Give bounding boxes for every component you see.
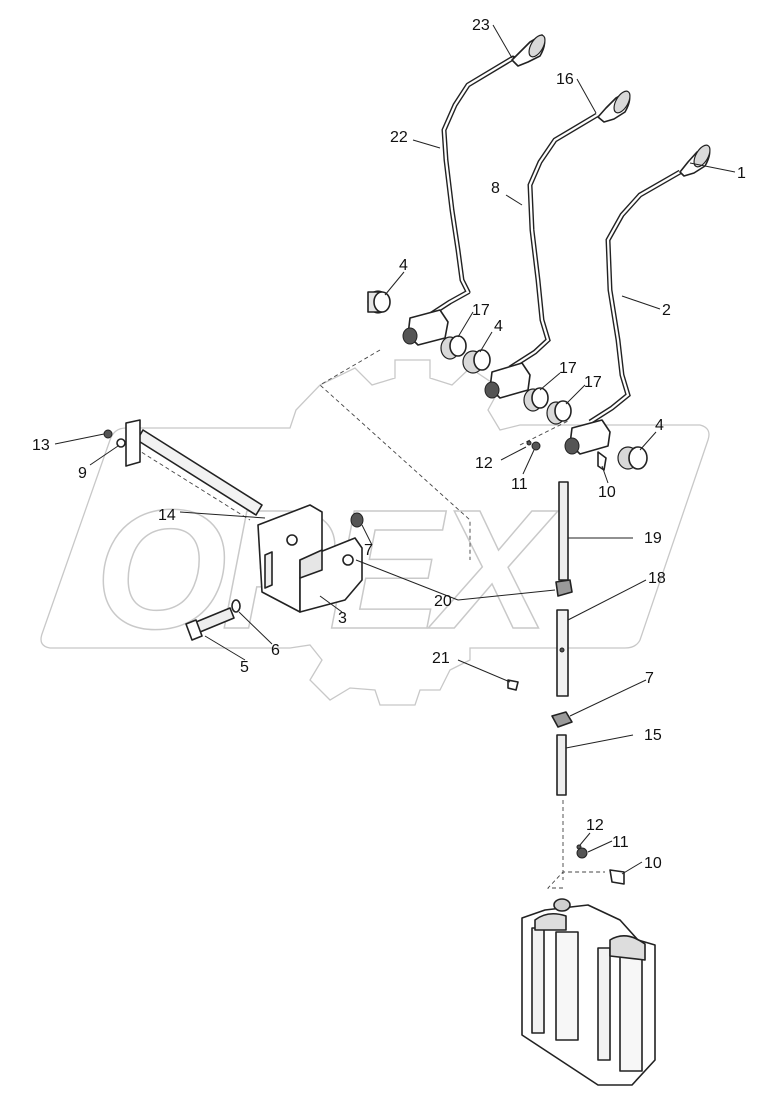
lower-fasteners <box>576 844 625 885</box>
callout-11: 11 <box>612 834 629 851</box>
callout-16: 16 <box>556 71 574 88</box>
callout-20: 20 <box>434 593 452 610</box>
callout-8: 8 <box>491 180 500 197</box>
callout-4: 4 <box>399 257 408 274</box>
bushings <box>367 290 648 470</box>
bolt-5 <box>185 599 241 641</box>
callout-12: 12 <box>586 817 604 834</box>
linkage-rods <box>507 440 607 796</box>
callout-4: 4 <box>494 318 503 335</box>
callout-22: 22 <box>390 129 408 146</box>
callout-10: 10 <box>644 855 662 872</box>
callout-21: 21 <box>432 650 450 667</box>
callout-17: 17 <box>472 302 490 319</box>
callout-5: 5 <box>240 659 249 676</box>
callout-14: 14 <box>158 507 176 524</box>
callout-7: 7 <box>645 670 654 687</box>
callout-17: 17 <box>559 360 577 377</box>
lever-8 <box>484 90 631 399</box>
callout-7: 7 <box>364 542 373 559</box>
callout-numbers: 23 16 1 22 8 2 4 17 4 17 17 4 13 9 12 11… <box>32 17 746 872</box>
callout-18: 18 <box>648 570 666 587</box>
callout-2: 2 <box>662 302 671 319</box>
callout-1: 1 <box>737 165 746 182</box>
callout-9: 9 <box>78 465 87 482</box>
callout-19: 19 <box>644 530 662 547</box>
callout-23: 23 <box>472 17 490 34</box>
leader-lines <box>54 24 736 875</box>
control-valve <box>521 898 656 1086</box>
lever-22 <box>402 34 546 346</box>
callout-10: 10 <box>598 484 616 501</box>
callout-6: 6 <box>271 642 280 659</box>
callout-11: 11 <box>511 476 528 493</box>
callout-17: 17 <box>584 374 602 391</box>
callout-13: 13 <box>32 437 50 454</box>
watermark-gear-outline <box>40 359 710 706</box>
callout-3: 3 <box>338 610 347 627</box>
bracket-3 <box>257 504 364 613</box>
callout-12: 12 <box>475 455 493 472</box>
callout-4: 4 <box>655 417 664 434</box>
shaft-14 <box>103 419 263 516</box>
callout-15: 15 <box>644 727 662 744</box>
lever-2 <box>564 144 711 455</box>
